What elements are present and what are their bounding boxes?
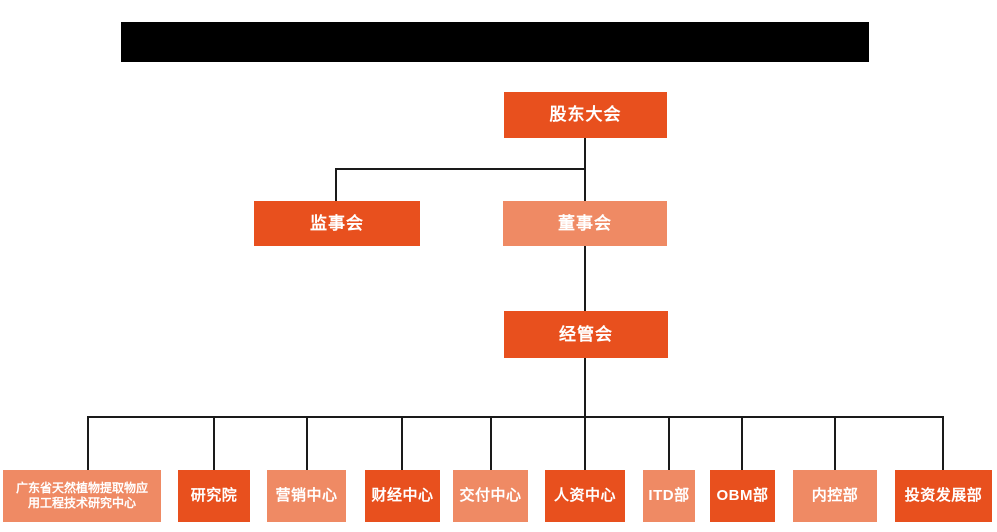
org-node-investment-dev-dept: 投资发展部 (895, 470, 992, 522)
org-node-label: 研究院 (190, 486, 238, 504)
connector-drop-research-institute (213, 416, 215, 470)
org-node-supervisory-board: 监事会 (254, 201, 420, 246)
connector-management-bus (584, 358, 586, 417)
connector-bus-horizontal (87, 416, 944, 418)
connector-drop-itd (668, 416, 670, 470)
org-node-finance-center: 财经中心 (365, 470, 440, 522)
connector-branch-supervisory (335, 168, 337, 201)
org-node-label: 广东省天然植物提取物应 用工程技术研究中心 (16, 481, 148, 511)
org-node-obm-dept: OBM部 (710, 470, 775, 522)
org-node-delivery-center: 交付中心 (453, 470, 528, 522)
connector-drop-internal-control (834, 416, 836, 470)
connector-board-management (584, 246, 586, 311)
org-node-label: OBM部 (716, 486, 769, 504)
connector-shareholders-board (584, 138, 586, 201)
org-node-label: 人资中心 (553, 486, 616, 504)
connector-drop-investment-dev (942, 416, 944, 470)
org-node-label: 营销中心 (275, 486, 338, 504)
org-node-internal-control-dept: 内控部 (793, 470, 877, 522)
org-node-label-line1: 广东省天然植物提取物应 (15, 481, 148, 495)
org-node-label: 股东大会 (549, 105, 622, 125)
org-node-marketing-center: 营销中心 (267, 470, 346, 522)
org-node-itd-dept: ITD部 (643, 470, 695, 522)
org-node-hr-center: 人资中心 (545, 470, 625, 522)
org-node-label: 经管会 (559, 324, 613, 344)
connector-drop-hr (584, 416, 586, 470)
org-node-label: 投资发展部 (904, 486, 983, 504)
connector-branch-horizontal (335, 168, 585, 170)
org-node-label: 董事会 (558, 213, 612, 233)
connector-drop-finance (401, 416, 403, 470)
org-node-shareholders-meeting: 股东大会 (504, 92, 667, 138)
org-node-label-line2: 用工程技术研究中心 (27, 496, 136, 510)
connector-drop-research-center (87, 416, 89, 470)
org-node-label: 财经中心 (371, 486, 434, 504)
org-node-label: 交付中心 (459, 486, 522, 504)
redacted-title-bar (121, 22, 869, 62)
org-node-label: ITD部 (648, 486, 690, 504)
org-node-research-institute: 研究院 (178, 470, 250, 522)
org-node-research-center: 广东省天然植物提取物应 用工程技术研究中心 (3, 470, 161, 522)
org-node-label: 内控部 (811, 486, 859, 504)
org-node-board-of-directors: 董事会 (503, 201, 667, 246)
org-node-management-committee: 经管会 (504, 311, 668, 358)
connector-drop-marketing (306, 416, 308, 470)
connector-drop-obm (741, 416, 743, 470)
connector-drop-delivery (490, 416, 492, 470)
org-node-label: 监事会 (310, 213, 364, 233)
